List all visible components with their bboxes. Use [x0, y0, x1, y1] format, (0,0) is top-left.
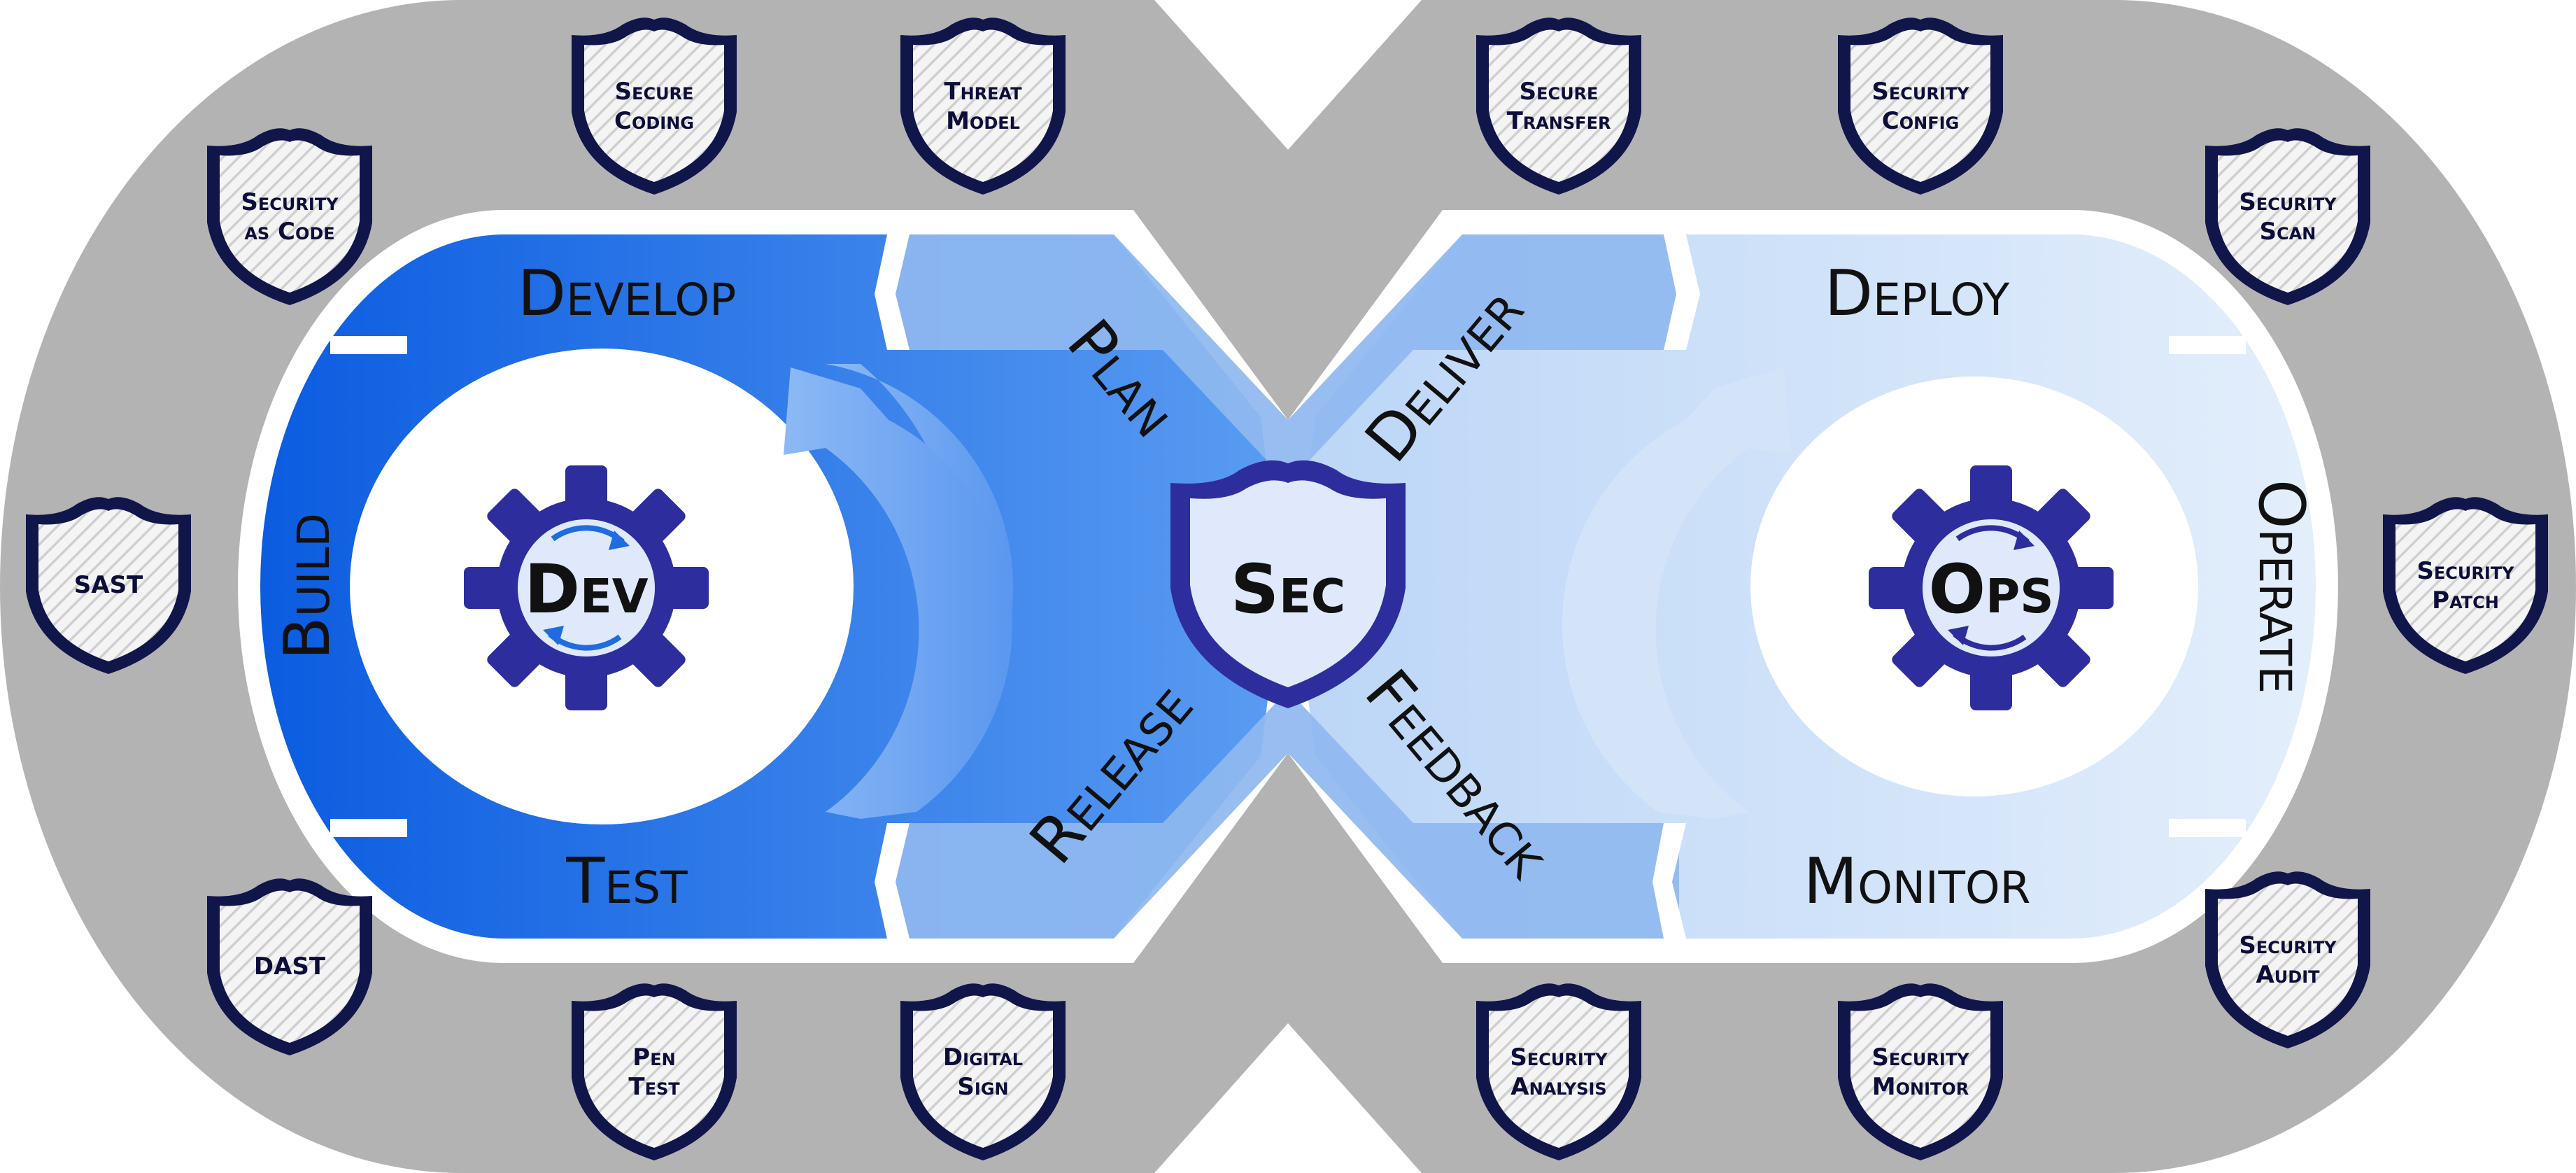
- badge-label: Secure: [1520, 78, 1599, 106]
- badge-label: Coding: [614, 107, 694, 135]
- badge-label: Secure: [615, 78, 694, 106]
- badge-label: Test: [628, 1073, 680, 1101]
- dev-hub-label: Dev: [524, 550, 648, 628]
- badge-label: Transfer: [1507, 107, 1611, 135]
- security-badges: SecureCodingThreatModelSecureTransferSec…: [26, 17, 2548, 1160]
- center-cross: [889, 234, 1679, 939]
- badge-label: Security: [1871, 1044, 1969, 1072]
- badge-label: Sign: [957, 1073, 1008, 1101]
- badge-label: Security: [241, 188, 339, 216]
- badge-label: Pen: [632, 1044, 675, 1072]
- badge-label: as Code: [244, 218, 334, 246]
- badge-label: SAST: [74, 571, 143, 599]
- badge-label: Threat: [944, 78, 1022, 106]
- badge-label: Digital: [943, 1044, 1023, 1072]
- badge-label: Scan: [2260, 218, 2316, 246]
- badge-label: DAST: [254, 953, 326, 981]
- stage-monitor: Monitor: [1804, 845, 2031, 918]
- stage-operate: Operate: [2244, 479, 2318, 694]
- badge-label: Security: [2239, 188, 2337, 216]
- badge-label: Audit: [2256, 961, 2320, 989]
- badge-sast: SAST: [26, 497, 191, 674]
- stage-test: Test: [565, 845, 688, 918]
- badge-label: Patch: [2432, 586, 2499, 614]
- segment-separators: [330, 234, 2246, 939]
- badge-dast: DAST: [207, 878, 372, 1055]
- stage-deploy: Deploy: [1825, 257, 2010, 330]
- badge-label: Analysis: [1510, 1073, 1606, 1101]
- ops-gear-icon: [1869, 465, 2114, 710]
- stage-build: Build: [271, 513, 344, 660]
- badge-label: Security: [1510, 1044, 1608, 1072]
- sec-shield-icon: [1170, 460, 1406, 708]
- ops-hub-label: Ops: [1929, 550, 2054, 628]
- sec-hub-label: Sec: [1231, 550, 1345, 628]
- dev-gear-icon: [464, 465, 709, 710]
- badge-label: Security: [2416, 557, 2514, 585]
- stage-develop: Develop: [518, 257, 736, 330]
- badge-label: Monitor: [1872, 1073, 1969, 1101]
- badge-label: Config: [1882, 107, 1959, 135]
- badge-label: Model: [946, 107, 1020, 135]
- badge-label: Security: [1871, 78, 1969, 106]
- badge-label: Security: [2239, 932, 2337, 960]
